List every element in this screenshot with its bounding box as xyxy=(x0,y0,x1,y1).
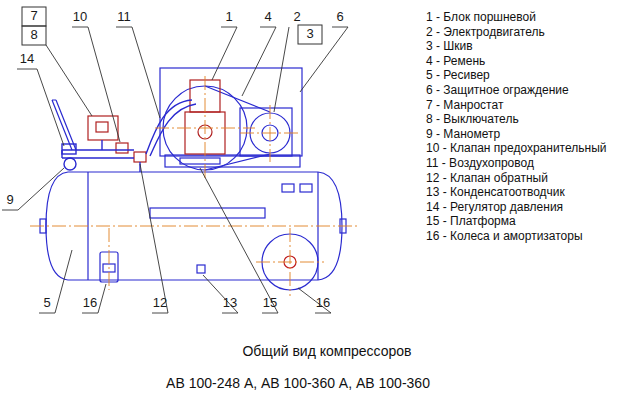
drain-valve xyxy=(197,265,205,273)
callout-number: 2 xyxy=(293,10,300,24)
legend-entry: 6 - Защитное ограждение xyxy=(426,84,569,97)
belt xyxy=(205,86,270,170)
leader-line xyxy=(203,275,238,313)
legend-entry: 4 - Ремень xyxy=(426,55,485,68)
callout-number: 1 xyxy=(225,10,232,24)
callout-number: 6 xyxy=(336,10,343,24)
callout-number: 11 xyxy=(117,10,131,24)
switch-button xyxy=(96,122,108,132)
center-line xyxy=(256,262,324,263)
callout-number: 15 xyxy=(263,296,277,310)
center-line xyxy=(155,128,255,129)
leader-line xyxy=(39,250,72,313)
legend-entry: 12 - Клапан обратный xyxy=(426,172,548,185)
callout-number: 13 xyxy=(223,296,237,310)
leader-line xyxy=(298,288,331,313)
center-line xyxy=(30,226,358,227)
callout-number: 5 xyxy=(43,296,50,310)
callout-number: 8 xyxy=(30,28,37,42)
legend-entry: 15 - Платформа xyxy=(426,216,516,229)
leader-line xyxy=(200,168,278,313)
leader-line xyxy=(17,69,64,146)
legend-entry: 3 - Шкив xyxy=(426,41,473,54)
legend-entry: 11 - Воздухопровод xyxy=(426,157,534,170)
leader-line xyxy=(274,27,289,112)
safety-valve xyxy=(116,143,128,153)
diagram-title: Общий вид компрессоров xyxy=(242,344,411,359)
callout-frame xyxy=(22,7,46,26)
leader-line xyxy=(46,45,92,116)
leader-line xyxy=(212,27,237,80)
callout-frame xyxy=(298,25,322,44)
callout-number: 16 xyxy=(316,296,330,310)
callout-number: 4 xyxy=(264,10,271,24)
callout-number: 9 xyxy=(6,193,13,207)
legend-entry: 14 - Регулятор давления xyxy=(426,201,563,214)
regulator-handle xyxy=(52,100,76,150)
nameplate xyxy=(150,208,265,218)
check-valve xyxy=(134,152,146,162)
legend-entry: 9 - Манометр xyxy=(426,128,500,141)
callout-number: 16 xyxy=(83,296,97,310)
motor xyxy=(240,108,292,156)
legend-entry: 2 - Электродвигатель xyxy=(426,26,545,39)
legend-entry: 5 - Ресивер xyxy=(426,70,490,83)
callout-number: 7 xyxy=(30,9,37,23)
legend-entry: 13 - Конденсатоотводчик xyxy=(426,187,565,200)
legend-entry: 8 - Выключатель xyxy=(426,114,519,127)
plate xyxy=(282,184,294,192)
center-line xyxy=(240,133,300,134)
leader-line xyxy=(242,27,276,96)
leader-line xyxy=(2,168,64,210)
callout-number: 10 xyxy=(73,10,87,24)
callout-number: 3 xyxy=(306,27,313,41)
manometer xyxy=(64,158,76,170)
leader-line xyxy=(300,27,348,92)
legend-entry: 16 - Колеса и амортизаторы xyxy=(426,230,583,243)
center-line xyxy=(270,105,271,162)
leader-line xyxy=(116,27,160,118)
leader-line xyxy=(140,164,168,313)
legend-entry: 1 - Блок поршневой xyxy=(426,11,536,24)
center-line xyxy=(109,228,110,290)
belt-guard xyxy=(160,68,302,156)
callout-frame xyxy=(22,26,46,45)
diagram-caption: АВ 100-248 А, АВ 100-360 А, АВ 100-360 xyxy=(166,376,430,391)
legend-entry: 10 - Клапан предохранительный xyxy=(426,143,606,156)
leader-line xyxy=(72,27,120,142)
callout-number: 12 xyxy=(153,296,167,310)
legend-entry: 7 - Манростат xyxy=(426,99,503,112)
callout-number: 14 xyxy=(20,52,34,66)
plate xyxy=(300,184,312,192)
leader-line xyxy=(82,284,106,313)
platform-plate xyxy=(180,158,220,164)
air-pipe xyxy=(150,104,196,156)
